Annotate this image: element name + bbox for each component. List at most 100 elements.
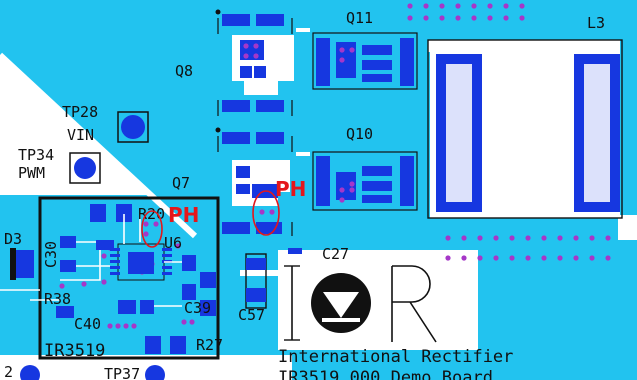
via [115, 323, 121, 329]
via [175, 243, 181, 249]
mosfet-q7-pads [222, 132, 284, 234]
via [143, 221, 149, 227]
via [445, 235, 451, 241]
label-pwm: PWM [18, 164, 45, 182]
via [439, 15, 445, 21]
via [519, 3, 525, 9]
via [243, 43, 249, 49]
via [487, 3, 493, 9]
label-r27: R27 [196, 336, 223, 354]
via [455, 15, 461, 21]
via [423, 15, 429, 21]
gap-strip-top [296, 28, 310, 32]
via [557, 235, 563, 241]
inductor-l3 [427, 39, 623, 219]
ph-annotations: PH PH [141, 177, 306, 248]
via [503, 15, 509, 21]
via [525, 235, 531, 241]
via [589, 235, 595, 241]
via [541, 255, 547, 261]
label-q10: Q10 [346, 125, 373, 143]
gap-right-strip [618, 215, 637, 240]
via [143, 231, 149, 237]
label-c57: C57 [238, 306, 265, 324]
test-point-tp28 [117, 111, 149, 143]
gap-c27 [240, 270, 290, 276]
label-tp34: TP34 [18, 146, 54, 164]
via [439, 3, 445, 9]
label-tp28: TP28 [62, 103, 98, 121]
via [253, 53, 259, 59]
via [339, 197, 345, 203]
via [259, 209, 265, 215]
label-c30: C30 [42, 241, 60, 268]
label-l3: L3 [587, 14, 605, 32]
via [525, 255, 531, 261]
via [589, 255, 595, 261]
label-q7: Q7 [172, 174, 190, 192]
label-c27: C27 [322, 245, 349, 263]
via [339, 47, 345, 53]
label-r20: R20 [138, 205, 165, 223]
via [477, 255, 483, 261]
gap-l3 [428, 40, 620, 52]
label-d3: D3 [4, 230, 22, 248]
pour-edge [0, 52, 198, 239]
label-vin: VIN [67, 126, 94, 144]
via [605, 255, 611, 261]
via [339, 187, 345, 193]
via [407, 15, 413, 21]
via [339, 57, 345, 63]
ph-marker-right [252, 190, 280, 236]
label-tp37: TP37 [104, 365, 140, 380]
capacitor-c27 [288, 248, 302, 254]
via [509, 255, 515, 261]
via [101, 279, 107, 285]
via [131, 323, 137, 329]
ph-label-left: PH [168, 203, 199, 227]
via [477, 235, 483, 241]
via [461, 255, 467, 261]
via [573, 235, 579, 241]
via [493, 235, 499, 241]
ir3519-region [0, 196, 220, 360]
via [269, 209, 275, 215]
gap-logo [278, 250, 478, 350]
via [349, 181, 355, 187]
via [487, 15, 493, 21]
via [349, 187, 355, 193]
via [423, 3, 429, 9]
via [243, 53, 249, 59]
ic-u6-pins [110, 248, 172, 275]
board-title: IR3519 000 Demo Board [278, 368, 493, 380]
label-q8: Q8 [175, 62, 193, 80]
via [605, 235, 611, 241]
test-point-pad-icon [74, 157, 96, 179]
label-q11: Q11 [346, 9, 373, 27]
via [471, 15, 477, 21]
copper-pour-left [0, 0, 218, 236]
via [493, 255, 499, 261]
diode-d3 [10, 248, 16, 280]
label-u6: U6 [164, 234, 182, 252]
mosfet-q10 [312, 151, 418, 211]
via [445, 255, 451, 261]
test-point-pad-icon [121, 115, 145, 139]
via [189, 319, 195, 325]
via [541, 235, 547, 241]
test-point-tp37 [145, 365, 165, 380]
label-ir3519: IR3519 [44, 341, 105, 361]
via [107, 323, 113, 329]
via [557, 255, 563, 261]
label-r38: R38 [44, 290, 71, 308]
label-edge-2: 2 [4, 363, 13, 380]
via [181, 319, 187, 325]
via [407, 3, 413, 9]
via [81, 281, 87, 287]
brand-text: International Rectifier [278, 347, 513, 367]
via [519, 15, 525, 21]
via [153, 221, 159, 227]
gap-strip-mid [296, 152, 310, 156]
ph-marker-left [141, 210, 163, 248]
